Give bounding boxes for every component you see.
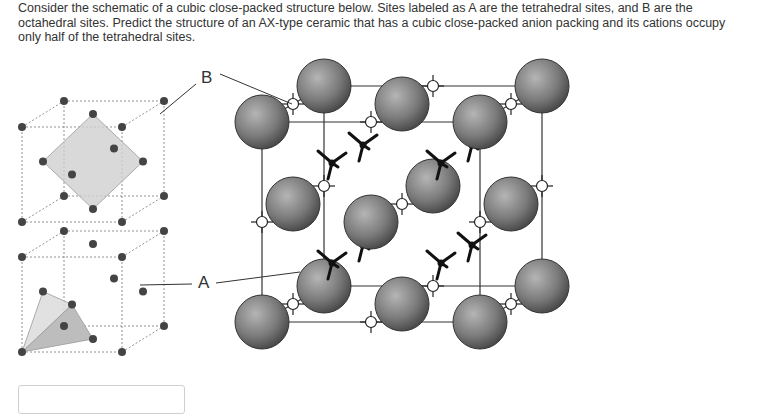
atom-dot [18, 218, 26, 226]
cell-edge [22, 257, 122, 258]
atom-dot [18, 253, 26, 261]
answer-input [18, 385, 185, 414]
atom-dot [118, 123, 126, 131]
octahedral-site [251, 211, 273, 233]
anion-sphere [297, 59, 351, 113]
atom-dot [39, 158, 47, 166]
drawing-part [438, 160, 445, 167]
cell-edge [122, 326, 164, 352]
drawing-part [397, 199, 408, 210]
atom-dot [60, 192, 68, 200]
tetrahedral-site [318, 251, 346, 279]
cell-edge [22, 101, 64, 127]
atom-dot [160, 227, 168, 235]
anion-sphere [266, 177, 320, 231]
cell-edge [122, 101, 164, 127]
drawing-part [475, 217, 486, 228]
drawing-part [506, 99, 517, 110]
cell-edge [22, 196, 64, 222]
anion-sphere [406, 159, 460, 213]
drawing-part [257, 217, 268, 228]
anion-sphere [235, 95, 289, 149]
anion-sphere [375, 77, 429, 131]
cell-edge [122, 231, 164, 257]
cell-edge [22, 222, 122, 223]
tetrahedral-site [427, 151, 455, 179]
cell-edge [122, 196, 164, 222]
atom-dot [39, 288, 47, 296]
atom-dot [89, 335, 97, 343]
drawing-part [438, 260, 445, 267]
tetrahedral-site [318, 151, 346, 179]
atom-dot [60, 227, 68, 235]
drawing-part [366, 117, 377, 128]
drawing-part [288, 99, 299, 110]
drawing-part [360, 142, 367, 149]
atom-dot [89, 110, 97, 118]
cell-edge [64, 101, 164, 102]
atom-dot [118, 348, 126, 356]
atom-dot [60, 97, 68, 105]
anion-sphere [484, 177, 538, 231]
atom-dot [89, 205, 97, 213]
drawing-part [428, 81, 439, 92]
drawing-part [319, 181, 330, 192]
tetrahedral-site [427, 251, 455, 279]
atom-dot [160, 192, 168, 200]
anion-sphere [297, 259, 351, 313]
atom-dot [139, 158, 147, 166]
anion-sphere [235, 295, 289, 349]
anion-sphere [375, 277, 429, 331]
octahedral-site [360, 111, 382, 133]
drawing-part [537, 181, 548, 192]
octahedral-site [360, 311, 382, 333]
drawing-part [366, 317, 377, 328]
atom-dot [18, 348, 26, 356]
drawing-part [288, 299, 299, 310]
tetrahedron [22, 292, 72, 353]
cell-edge [164, 231, 165, 326]
drawing-part [506, 299, 517, 310]
cell-edge [164, 101, 165, 196]
site-label: B [199, 69, 214, 87]
atom-dot [68, 171, 76, 179]
atom-dot [110, 275, 118, 283]
atom-dot [60, 322, 68, 330]
anion-sphere [344, 195, 398, 249]
atom-dot [118, 218, 126, 226]
cell-edge [22, 231, 64, 257]
atom-dot [68, 301, 76, 309]
octahedron [43, 114, 143, 209]
atom-dot [139, 288, 147, 296]
anion-sphere [453, 95, 507, 149]
site-label: A [196, 274, 211, 292]
drawing-part [329, 260, 336, 267]
anion-sphere [515, 59, 569, 113]
drawing-part [329, 160, 336, 167]
cell-edge [22, 257, 23, 352]
cell-edge [122, 257, 123, 352]
atom-dot [118, 253, 126, 261]
drawing-part [469, 242, 476, 249]
tetrahedral-site [349, 133, 377, 161]
fcc-cell [235, 59, 569, 349]
cell-edge [22, 352, 122, 353]
tetrahedral-site [458, 233, 486, 261]
atom-dot [18, 123, 26, 131]
atom-dot [160, 97, 168, 105]
cell-edge [64, 231, 164, 232]
atom-dot [89, 240, 97, 248]
leader-lines [140, 74, 300, 285]
anion-sphere [515, 259, 569, 313]
drawing-part [428, 281, 439, 292]
octahedral-site [469, 211, 491, 233]
cell-edge [22, 127, 23, 222]
small-cells [18, 97, 168, 356]
atom-dot [160, 322, 168, 330]
atom-dot [110, 145, 118, 153]
anion-sphere [453, 295, 507, 349]
question-text: Consider the schematic of a cubic close-… [18, 1, 738, 45]
